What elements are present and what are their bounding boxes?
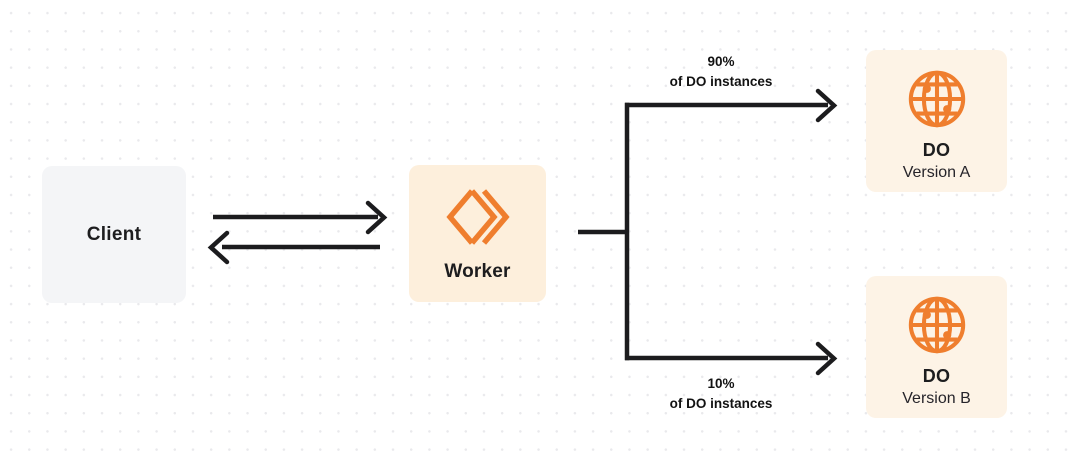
node-do-a-title: DO [922, 140, 951, 160]
node-do-version-a[interactable]: DO Version A [866, 50, 1007, 192]
edge-label-10-percent-value: 10% [707, 376, 735, 391]
edge-worker-branch-trunk [578, 102, 630, 361]
node-worker-label: Worker [444, 261, 511, 282]
edge-label-10-percent-description: of DO instances [669, 396, 773, 412]
node-do-b-subtitle: Version B [902, 390, 971, 407]
edge-label-90-percent-description: of DO instances [669, 74, 773, 90]
node-do-version-b[interactable]: DO Version B [866, 276, 1007, 418]
cloudflare-workers-icon [445, 187, 511, 247]
edge-branch-to-do-b [625, 341, 838, 376]
globe-icon [906, 68, 968, 130]
globe-icon [906, 294, 968, 356]
node-worker[interactable]: Worker [409, 165, 546, 302]
node-do-a-subtitle: Version A [902, 164, 971, 181]
edge-label-90-percent-value: 90% [707, 54, 735, 69]
edge-label-10-percent: 10% of DO instances [597, 374, 845, 415]
edge-branch-to-do-a [625, 88, 838, 123]
edge-worker-to-client [207, 230, 380, 265]
edge-label-90-percent: 90% of DO instances [597, 52, 845, 93]
node-client[interactable]: Client [42, 166, 186, 303]
node-do-b-title: DO [922, 366, 951, 386]
edge-client-to-worker [213, 200, 388, 235]
node-client-label: Client [86, 223, 142, 245]
